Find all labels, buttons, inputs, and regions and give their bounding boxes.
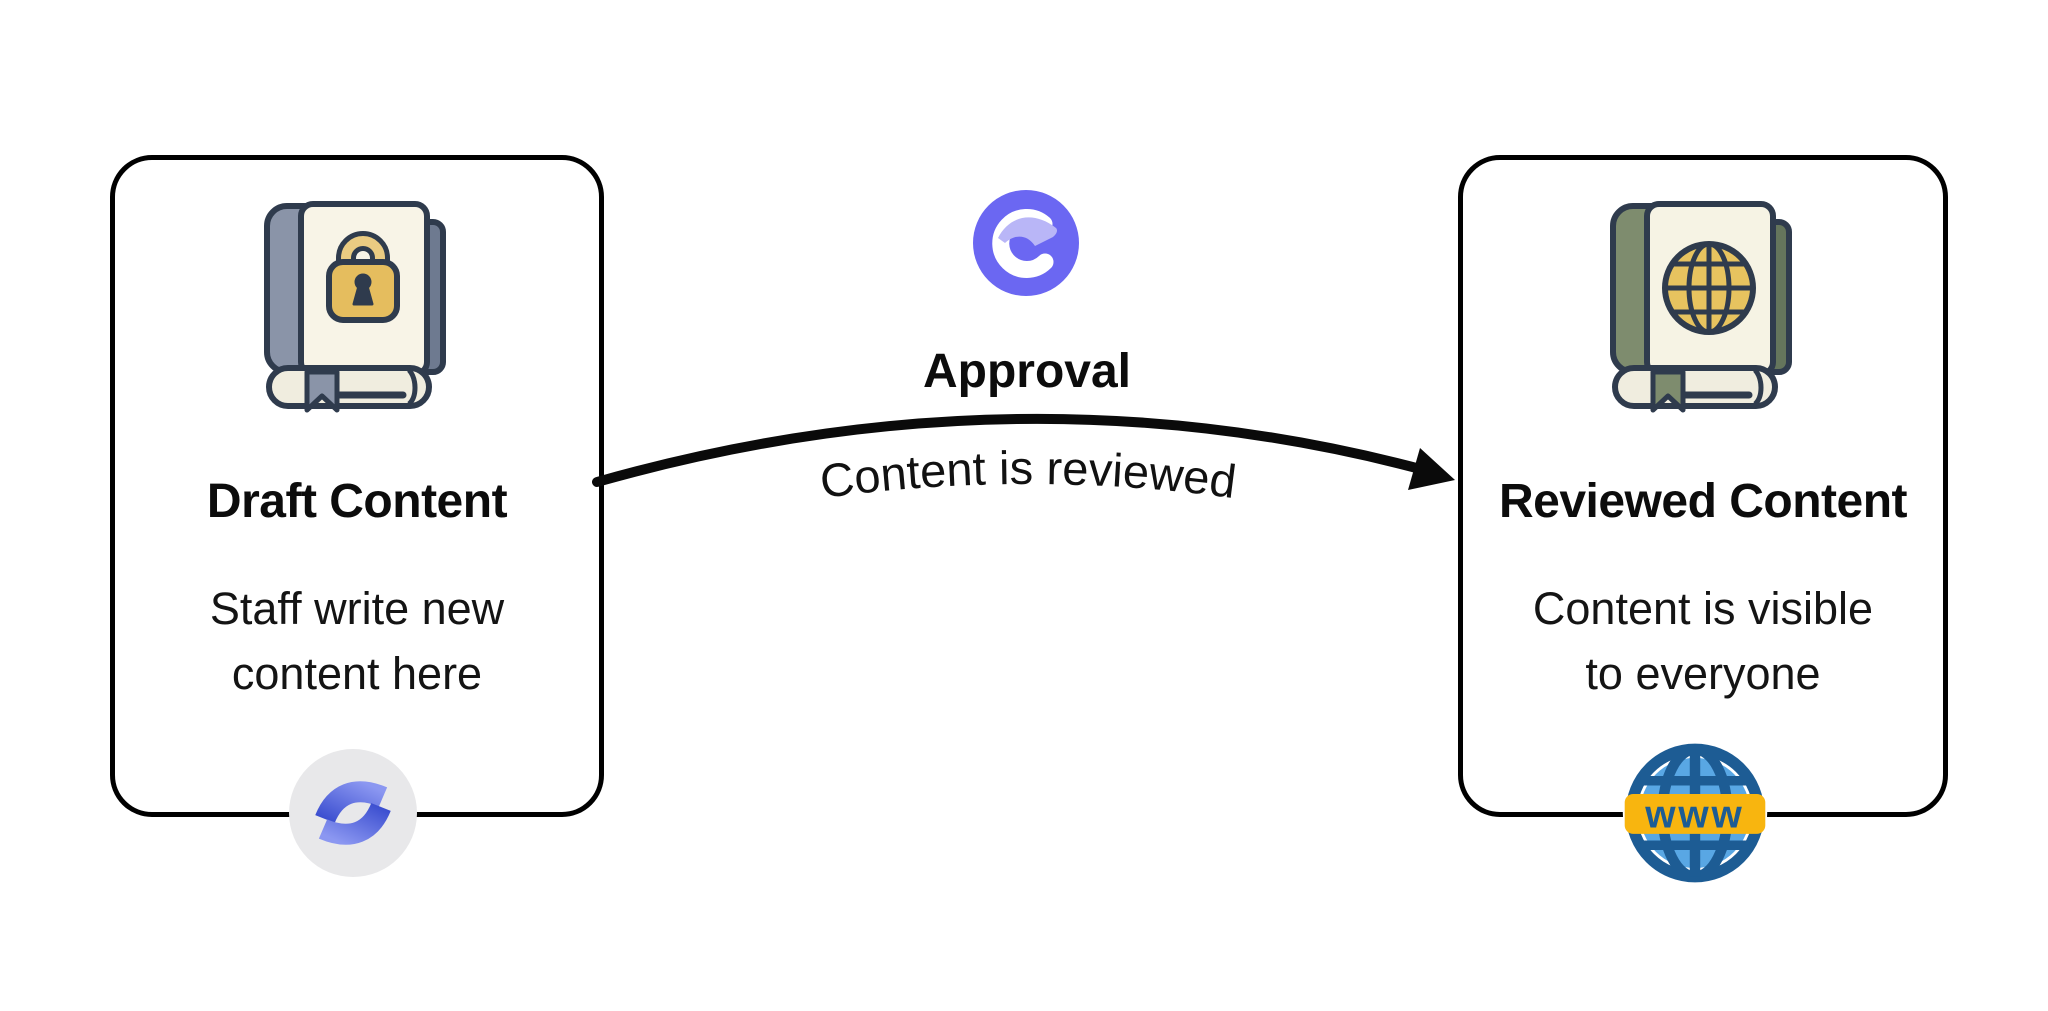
confluence-logo-icon (289, 749, 417, 877)
draft-desc-line-2: content here (231, 648, 483, 699)
flow-arrow-head (1408, 448, 1455, 490)
draft-desc-line-1: Staff write new (209, 583, 505, 634)
globe-book-icon (1610, 201, 1792, 413)
lock-glyph (326, 231, 400, 323)
locked-book-icon (264, 201, 446, 413)
approval-c-icon (973, 190, 1079, 296)
www-globe-icon: www (1622, 740, 1768, 886)
arrow-label: Content is reviewed (817, 441, 1239, 508)
reviewed-desc-line-2: to everyone (1585, 648, 1821, 699)
draft-card-description: Staff write new content here (115, 576, 599, 706)
reviewed-content-card: Reviewed Content Content is visible to e… (1458, 155, 1948, 817)
reviewed-desc-line-1: Content is visible (1532, 583, 1874, 634)
www-banner-text: www (1644, 793, 1744, 836)
approval-step-title: Approval (922, 345, 1132, 398)
draft-content-card: Draft Content Staff write new content he… (110, 155, 604, 817)
draft-card-title: Draft Content (206, 475, 508, 528)
flow-arrow (592, 413, 1429, 487)
reviewed-card-title: Reviewed Content (1498, 475, 1908, 528)
globe-glyph (1662, 241, 1756, 335)
arrow-label-text: Content is reviewed (817, 441, 1239, 508)
reviewed-card-description: Content is visible to everyone (1463, 576, 1943, 706)
